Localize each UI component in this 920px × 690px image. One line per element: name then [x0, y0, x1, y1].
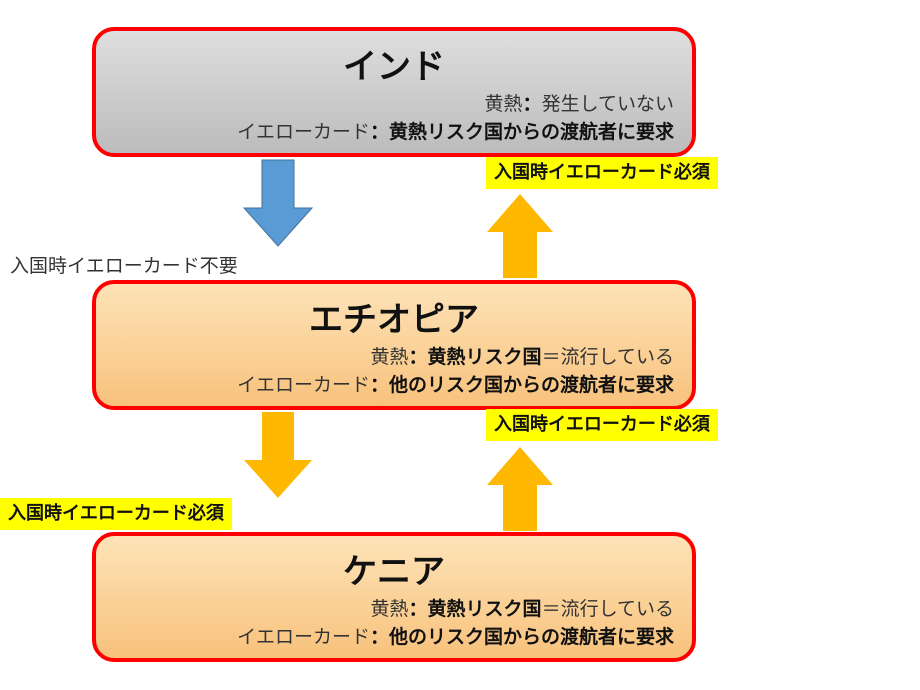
- ethiopia-card-value: 他のリスク国からの渡航者に要求: [388, 374, 674, 396]
- label-ethiopia-to-kenya: 入国時イエローカード必須: [0, 498, 232, 530]
- arrow-up-ethiopia-india: [487, 194, 553, 278]
- kenya-card-label: イエローカード: [237, 626, 370, 648]
- kenya-fever-value-bold: 黄熱リスク国: [427, 598, 542, 620]
- kenya-card-colon: ：: [369, 626, 389, 648]
- india-fever-colon: ：: [522, 93, 542, 115]
- ethiopia-card-colon: ：: [369, 374, 389, 396]
- india-card-line: イエローカード：黄熱リスク国からの渡航者に要求: [237, 117, 674, 144]
- arrow-down-india-ethiopia: [242, 159, 314, 247]
- kenya-card-line: イエローカード：他のリスク国からの渡航者に要求: [237, 622, 674, 649]
- india-box: インド 黄熱：発生していない イエローカード：黄熱リスク国からの渡航者に要求: [92, 27, 696, 157]
- kenya-fever-value-rest: ＝流行している: [541, 598, 674, 620]
- ethiopia-card-label: イエローカード: [237, 374, 370, 396]
- ethiopia-fever-value-rest: ＝流行している: [541, 346, 674, 368]
- ethiopia-title: エチオピア: [309, 300, 479, 340]
- label-india-to-ethiopia: 入国時イエローカード不要: [10, 255, 238, 277]
- ethiopia-box: エチオピア 黄熱：黄熱リスク国＝流行している イエローカード：他のリスク国からの…: [92, 280, 696, 410]
- india-title: インド: [343, 47, 445, 87]
- label-kenya-to-ethiopia: 入国時イエローカード必須: [486, 409, 718, 441]
- india-fever-value: 発生していない: [541, 93, 674, 115]
- kenya-box: ケニア 黄熱：黄熱リスク国＝流行している イエローカード：他のリスク国からの渡航…: [92, 532, 696, 662]
- india-card-colon: ：: [369, 121, 389, 143]
- ethiopia-fever-colon: ：: [408, 346, 428, 368]
- kenya-fever-colon: ：: [408, 598, 428, 620]
- india-card-value: 黄熱リスク国からの渡航者に要求: [388, 121, 674, 143]
- ethiopia-fever-value-bold: 黄熱リスク国: [427, 346, 542, 368]
- india-fever-line: 黄熱：発生していない: [485, 89, 674, 116]
- kenya-title: ケニア: [343, 552, 445, 592]
- kenya-fever-label: 黄熱: [370, 598, 409, 620]
- ethiopia-fever-label: 黄熱: [370, 346, 409, 368]
- arrow-down-ethiopia-kenya: [244, 412, 312, 498]
- arrow-up-kenya-ethiopia: [487, 447, 553, 531]
- kenya-fever-line: 黄熱：黄熱リスク国＝流行している: [371, 594, 674, 621]
- india-card-label: イエローカード: [237, 121, 370, 143]
- ethiopia-fever-line: 黄熱：黄熱リスク国＝流行している: [371, 342, 674, 369]
- kenya-card-value: 他のリスク国からの渡航者に要求: [388, 626, 674, 648]
- india-fever-label: 黄熱: [484, 93, 523, 115]
- label-ethiopia-to-india: 入国時イエローカード必須: [486, 157, 718, 189]
- ethiopia-card-line: イエローカード：他のリスク国からの渡航者に要求: [237, 370, 674, 397]
